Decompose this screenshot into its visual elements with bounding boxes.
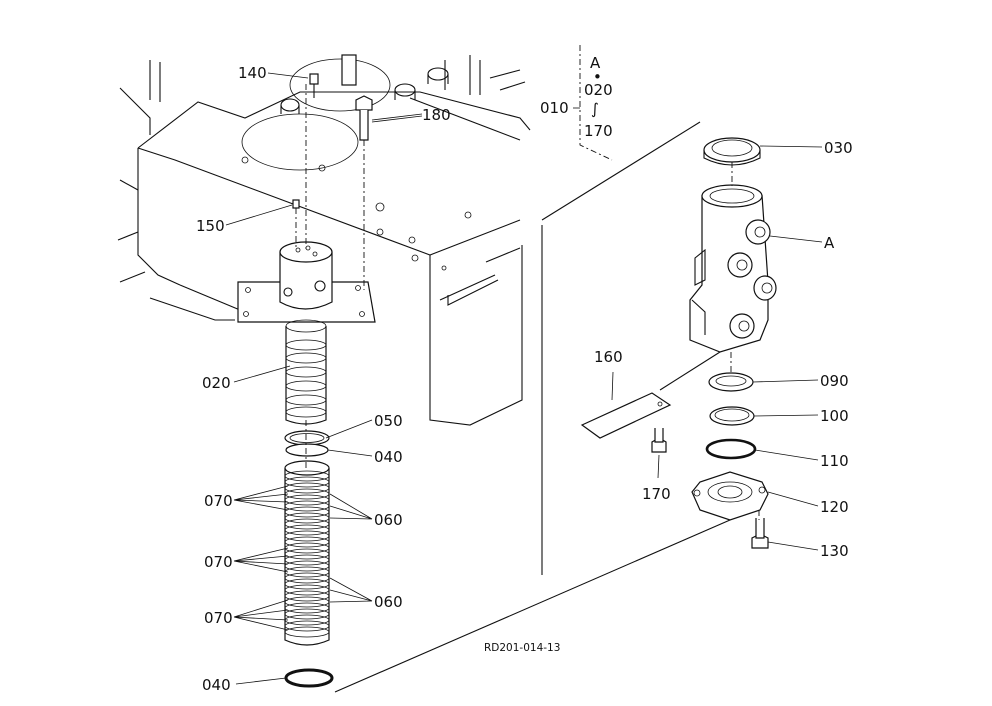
callout-A: A <box>824 234 835 252</box>
seal-ring <box>284 578 330 590</box>
seal-ring <box>284 470 330 482</box>
seal-ring <box>284 584 330 596</box>
callout-150: 150 <box>196 217 225 235</box>
callout-160: 160 <box>594 348 623 366</box>
hub-assembly <box>580 137 777 549</box>
seal-ring <box>284 602 330 614</box>
seal-ring <box>284 590 330 602</box>
callout-070-upper: 070 <box>204 492 233 510</box>
range-bracket: A • 020 ∫ 170 010 <box>540 45 613 161</box>
seal-ring <box>284 494 330 506</box>
seal-ring <box>284 512 330 524</box>
seal-ring <box>284 560 330 572</box>
callout-060-lower: 060 <box>374 593 403 611</box>
seal-ring <box>284 500 330 512</box>
seal-ring <box>284 608 330 620</box>
boundary-lines <box>334 121 731 693</box>
callout-020: 020 <box>202 374 231 392</box>
seal-ring <box>284 548 330 560</box>
seal-ring <box>284 542 330 554</box>
callout-labels: 140 180 150 020 050 040 070 060 070 070 … <box>196 64 853 694</box>
callout-070-lower: 070 <box>204 609 233 627</box>
seal-ring <box>284 554 330 566</box>
callout-050: 050 <box>374 412 403 430</box>
range-from-label: 020 <box>584 81 613 99</box>
seal-ring <box>284 518 330 530</box>
seal-ring <box>284 596 330 608</box>
leader-lines <box>225 72 823 685</box>
seal-ring <box>284 506 330 518</box>
drawing-code: RD201-014-13 <box>484 642 560 654</box>
callout-040-bottom: 040 <box>202 676 231 694</box>
range-top-label: A <box>590 54 601 72</box>
swivel-joint-assembly <box>237 73 376 688</box>
seal-ring <box>284 536 330 548</box>
callout-140: 140 <box>238 64 267 82</box>
seal-ring <box>284 572 330 584</box>
seal-ring <box>284 476 330 488</box>
machine-frame <box>117 54 531 426</box>
seal-ring <box>284 482 330 494</box>
callout-180: 180 <box>422 106 451 124</box>
seal-ring <box>284 524 330 536</box>
callout-030: 030 <box>824 139 853 157</box>
callout-090: 090 <box>820 372 849 390</box>
range-tilde: ∫ <box>591 100 599 118</box>
callout-130: 130 <box>820 542 849 560</box>
seal-ring <box>284 566 330 578</box>
callout-110: 110 <box>820 452 849 470</box>
callout-070-middle: 070 <box>204 553 233 571</box>
callout-040-top: 040 <box>374 448 403 466</box>
callout-170: 170 <box>642 485 671 503</box>
seal-ring <box>284 530 330 542</box>
callout-120: 120 <box>820 498 849 516</box>
seal-ring <box>284 620 330 632</box>
range-to-label: 170 <box>584 122 613 140</box>
callout-100: 100 <box>820 407 849 425</box>
callout-060-upper: 060 <box>374 511 403 529</box>
range-dot: • <box>593 68 602 86</box>
seal-ring <box>284 626 330 638</box>
assembly-label-010: 010 <box>540 99 569 117</box>
